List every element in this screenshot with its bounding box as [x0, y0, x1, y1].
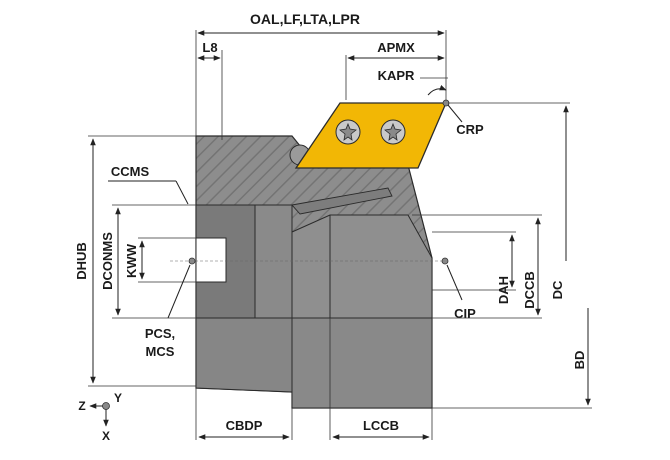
tool-body	[195, 135, 433, 409]
cip-label: CIP	[454, 306, 476, 321]
dim-kapr: KAPR	[378, 68, 448, 96]
dim-dccb: DCCB	[412, 214, 542, 319]
axis-x-label: X	[102, 429, 110, 443]
axis-z-label: Z	[78, 399, 85, 413]
l8-label: L8	[202, 40, 217, 55]
dim-l8: L8	[197, 40, 223, 140]
body-right-lower	[291, 317, 433, 409]
dccb-label: DCCB	[522, 271, 537, 309]
ccms-label: CCMS	[111, 164, 150, 179]
oal-label: OAL,LF,LTA,LPR	[250, 11, 360, 27]
dim-dconms: DCONMS	[100, 204, 196, 319]
body-inner	[254, 204, 293, 319]
mcs-label: MCS	[146, 344, 175, 359]
cip-point	[441, 257, 449, 265]
crp-label: CRP	[456, 122, 484, 137]
pcs-label: PCS,	[145, 326, 175, 341]
pcs-point	[188, 257, 196, 265]
dim-lccb: LCCB	[329, 318, 433, 440]
torx-screw-icon	[380, 119, 406, 145]
dim-apmx: APMX	[345, 40, 445, 100]
insert	[294, 102, 447, 169]
kww-label: KWW	[124, 243, 139, 278]
dim-bd: BD	[432, 308, 592, 409]
dim-dc: DC	[448, 102, 570, 299]
counterbore	[291, 214, 433, 319]
dim-ccms: CCMS	[108, 164, 189, 205]
keyway	[195, 237, 227, 283]
dim-pcs: PCS, MCS	[145, 264, 191, 359]
dim-kww: KWW	[124, 237, 196, 283]
dah-label: DAH	[496, 276, 511, 304]
dc-label: DC	[550, 280, 565, 299]
dim-dah: DAH	[432, 231, 516, 304]
bd-label: BD	[572, 351, 587, 370]
body-lower	[195, 317, 293, 393]
dim-cbdp: CBDP	[195, 388, 293, 440]
lccb-label: LCCB	[363, 418, 399, 433]
torx-screw-icon	[335, 119, 361, 145]
dim-cip: CIP	[446, 264, 476, 321]
dconms-label: DCONMS	[100, 232, 115, 290]
cbdp-label: CBDP	[226, 418, 263, 433]
axis-y-label: Y	[114, 391, 122, 405]
dhub-label: DHUB	[74, 242, 89, 280]
apmx-label: APMX	[377, 40, 415, 55]
insert-body	[294, 102, 447, 169]
coolant-channel	[291, 187, 393, 215]
kapr-label: KAPR	[378, 68, 415, 83]
dim-dhub: DHUB	[74, 135, 196, 387]
coordinate-system-icon: Z Y X	[78, 391, 122, 443]
dim-crp: CRP	[447, 104, 484, 137]
